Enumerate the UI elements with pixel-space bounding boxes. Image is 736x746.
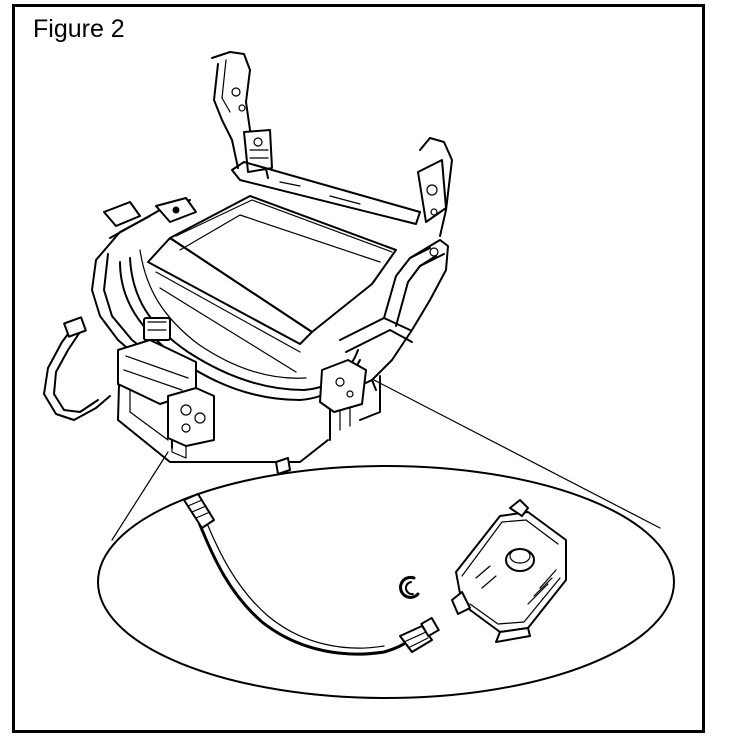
detail-leader-lines [111,379,661,541]
seat-frame [43,51,453,475]
c-clip [399,575,420,599]
figure-title: Figure 2 [33,15,125,43]
detail-callout [97,465,675,699]
switch-cable [183,493,440,656]
motor-module [451,499,567,643]
